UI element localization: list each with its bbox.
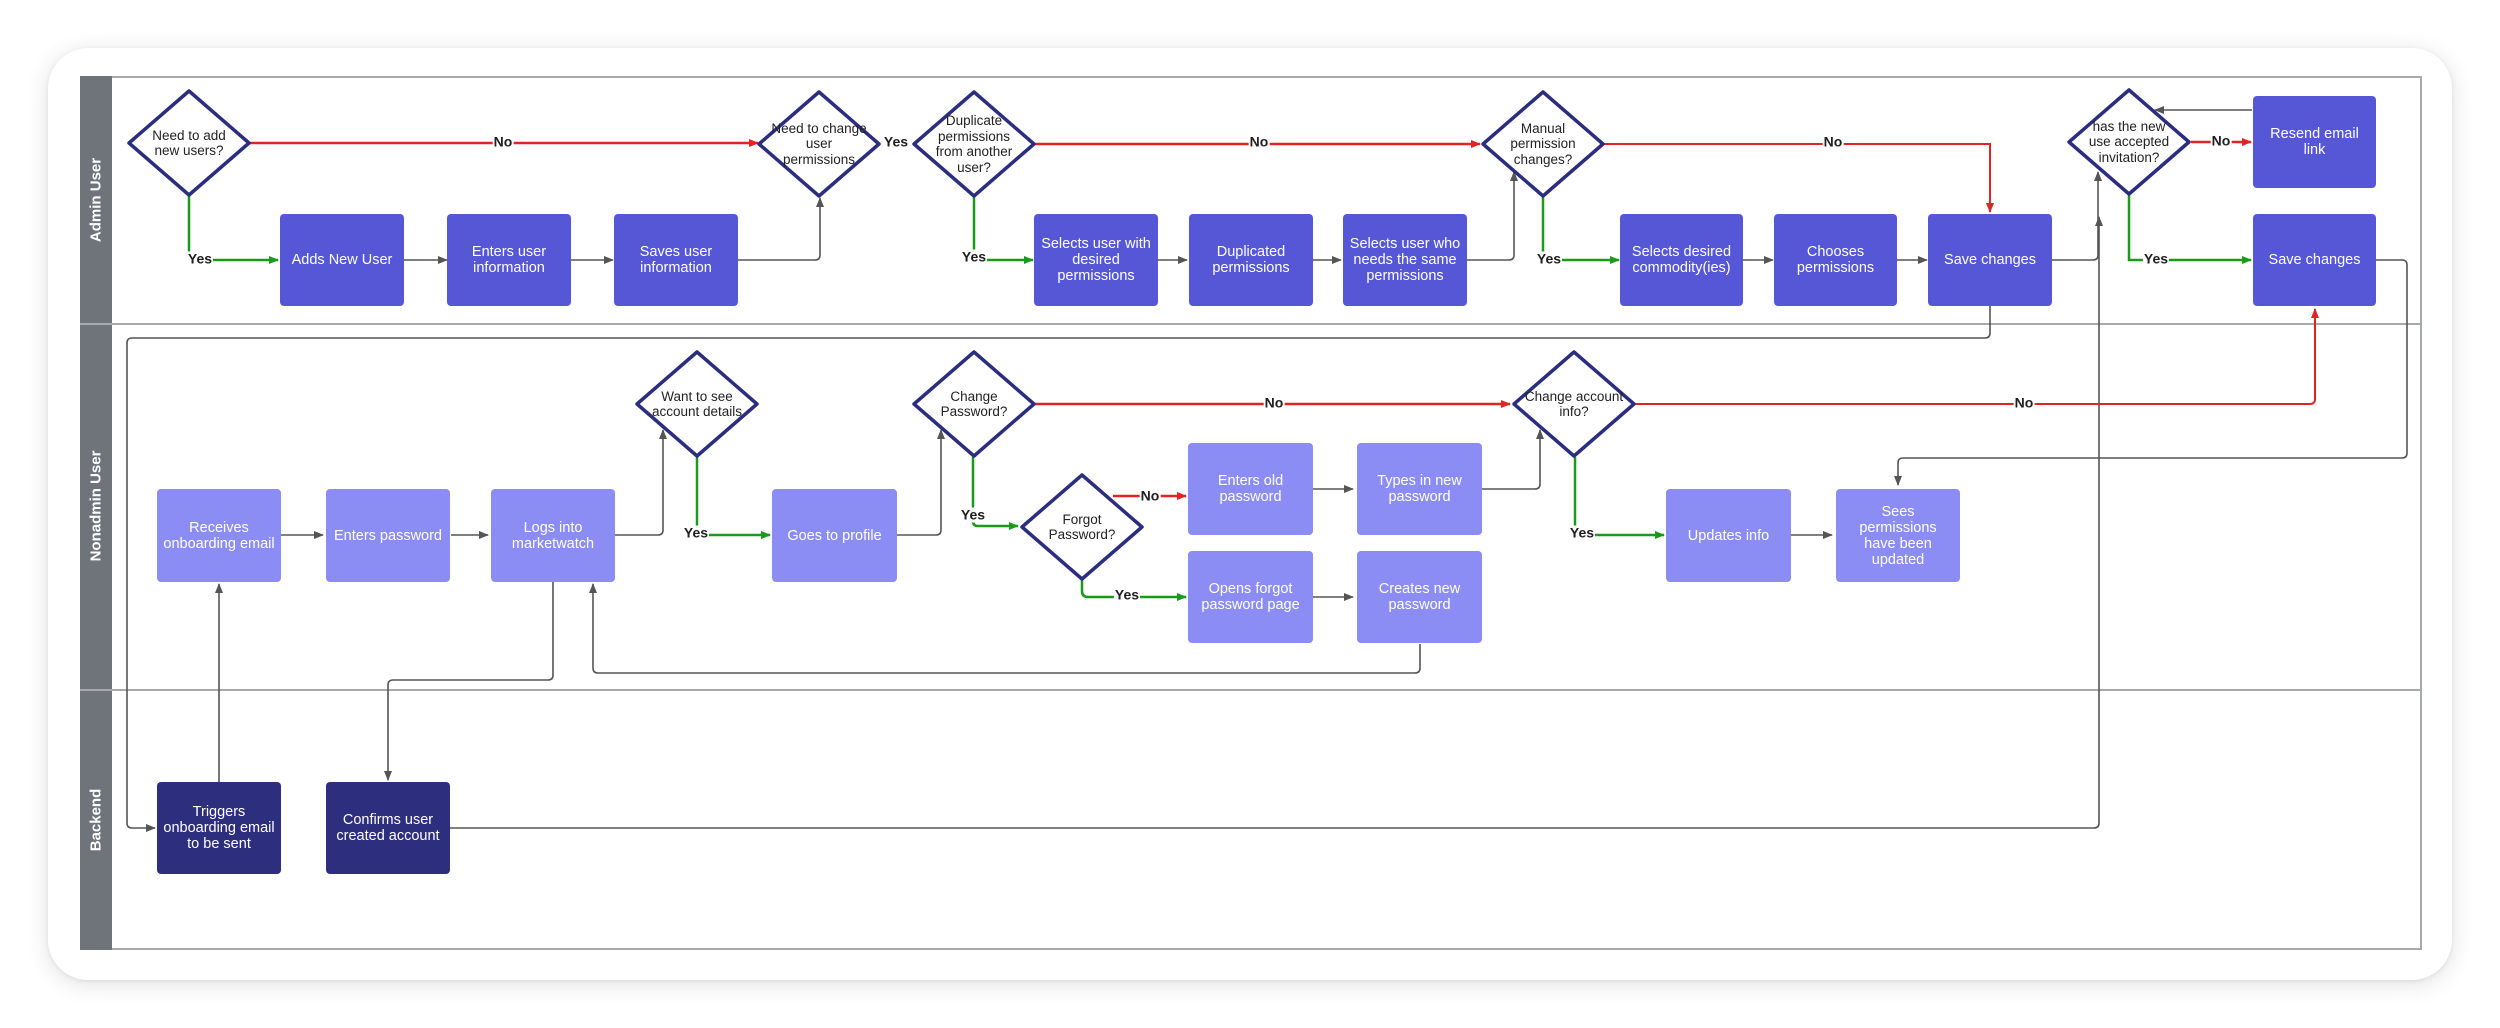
step-updates-info: Updates info bbox=[1666, 489, 1791, 582]
step-triggers-onboarding-email: Triggers onboarding email to be sent bbox=[157, 782, 281, 874]
edge-label-yes: Yes bbox=[1568, 524, 1596, 541]
edge-label-yes: Yes bbox=[1113, 586, 1141, 603]
step-receives-onboarding-email: Receives onboarding email bbox=[157, 489, 281, 582]
decision-change-password: Change Password? bbox=[940, 388, 1008, 420]
step-saves-user-information: Saves user information bbox=[614, 214, 738, 306]
step-sees-permissions-updated: Sees permissions have been updated bbox=[1836, 489, 1960, 582]
edge-label-no: No bbox=[1139, 487, 1161, 504]
lane-header-bar bbox=[80, 76, 112, 950]
decision-diamond bbox=[1020, 473, 1144, 581]
edge-no bbox=[1603, 143, 1994, 213]
decision-diamond bbox=[1512, 350, 1636, 458]
decision-diamond bbox=[912, 350, 1036, 458]
lane-divider bbox=[80, 323, 2422, 325]
decision-diamond bbox=[127, 89, 251, 197]
decision-manual-permission-changes: Manual permission changes? bbox=[1510, 120, 1576, 167]
edge-label-no: No bbox=[1248, 133, 1270, 150]
step-goes-to-profile: Goes to profile bbox=[772, 489, 897, 582]
step-confirms-user-created: Confirms user created account bbox=[326, 782, 450, 874]
step-creates-new-password: Creates new password bbox=[1357, 551, 1482, 643]
step-chooses-permissions: Chooses permissions bbox=[1774, 214, 1897, 306]
decision-diamond bbox=[1481, 90, 1605, 198]
step-save-changes: Save changes bbox=[2253, 214, 2376, 306]
edge-yes bbox=[2127, 195, 2252, 264]
decision-see-account-details: Want to see account details bbox=[651, 388, 743, 420]
edge-label-yes: Yes bbox=[186, 250, 214, 267]
step-selects-user-same-permissions: Selects user who needs the same permissi… bbox=[1343, 214, 1467, 306]
step-resend-email-link: Resend email link bbox=[2253, 96, 2376, 188]
step-duplicated-permissions: Duplicated permissions bbox=[1189, 214, 1313, 306]
decision-accepted-invitation: has the new use accepted invitation? bbox=[2088, 118, 2170, 165]
decision-need-add-users: Need to add new users? bbox=[152, 127, 226, 159]
edge-label-yes: Yes bbox=[882, 133, 910, 150]
edge-label-yes: Yes bbox=[959, 506, 987, 523]
edge-label-yes: Yes bbox=[1535, 250, 1563, 267]
edge-label-no: No bbox=[1263, 394, 1285, 411]
edge-yes bbox=[1573, 457, 1665, 539]
edge-label-yes: Yes bbox=[2142, 250, 2170, 267]
decision-duplicate-permissions: Duplicate permissions from another user? bbox=[935, 113, 1013, 175]
edge-yes bbox=[695, 457, 771, 539]
step-save-changes: Save changes bbox=[1928, 214, 2052, 306]
edge-label-no: No bbox=[2013, 394, 2035, 411]
edge-label-no: No bbox=[1822, 133, 1844, 150]
step-logs-into-marketwatch: Logs into marketwatch bbox=[491, 489, 615, 582]
edge-label-yes: Yes bbox=[960, 248, 988, 265]
step-enters-user-information: Enters user information bbox=[447, 214, 571, 306]
step-enters-old-password: Enters old password bbox=[1188, 443, 1313, 535]
lane-divider bbox=[80, 689, 2422, 691]
edge-label-yes: Yes bbox=[682, 524, 710, 541]
decision-diamond bbox=[2067, 88, 2191, 196]
step-adds-new-user: Adds New User bbox=[280, 214, 404, 306]
edge-label-no: No bbox=[2210, 132, 2232, 149]
decision-forgot-password: Forgot Password? bbox=[1048, 511, 1116, 543]
decision-change-account-info: Change account info? bbox=[1524, 388, 1624, 420]
decision-change-user-permissions: Need to change user permissions bbox=[771, 120, 867, 167]
decision-diamond bbox=[912, 90, 1036, 198]
step-opens-forgot-password-page: Opens forgot password page bbox=[1188, 551, 1313, 643]
edge-label-no: No bbox=[492, 133, 514, 150]
step-types-in-new-password: Types in new password bbox=[1357, 443, 1482, 535]
edge-no bbox=[1635, 308, 2319, 405]
step-selects-desired-commodities: Selects desired commodity(ies) bbox=[1620, 214, 1743, 306]
step-selects-user-desired-permissions: Selects user with desired permissions bbox=[1034, 214, 1158, 306]
edge-yes bbox=[1080, 580, 1187, 601]
decision-diamond bbox=[635, 350, 759, 458]
decision-diamond bbox=[757, 90, 881, 198]
step-enters-password: Enters password bbox=[326, 489, 450, 582]
